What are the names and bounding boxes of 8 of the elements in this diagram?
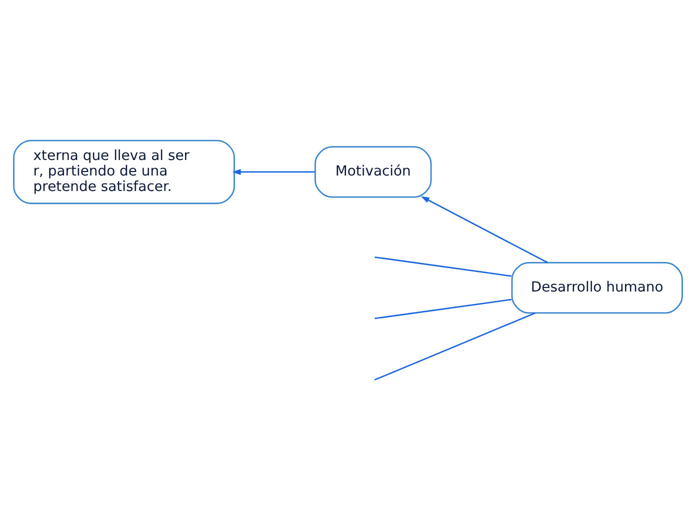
node-box: Motivación xyxy=(314,146,432,198)
arrow xyxy=(420,196,548,263)
node-box: Desarrollo humano xyxy=(511,262,683,314)
connector xyxy=(374,312,536,380)
node-box: xterna que lleva al ser r, partiendo de una pretende satisfacer. xyxy=(13,139,235,204)
connector xyxy=(374,256,512,276)
arrow xyxy=(232,168,315,174)
connector xyxy=(374,298,512,319)
